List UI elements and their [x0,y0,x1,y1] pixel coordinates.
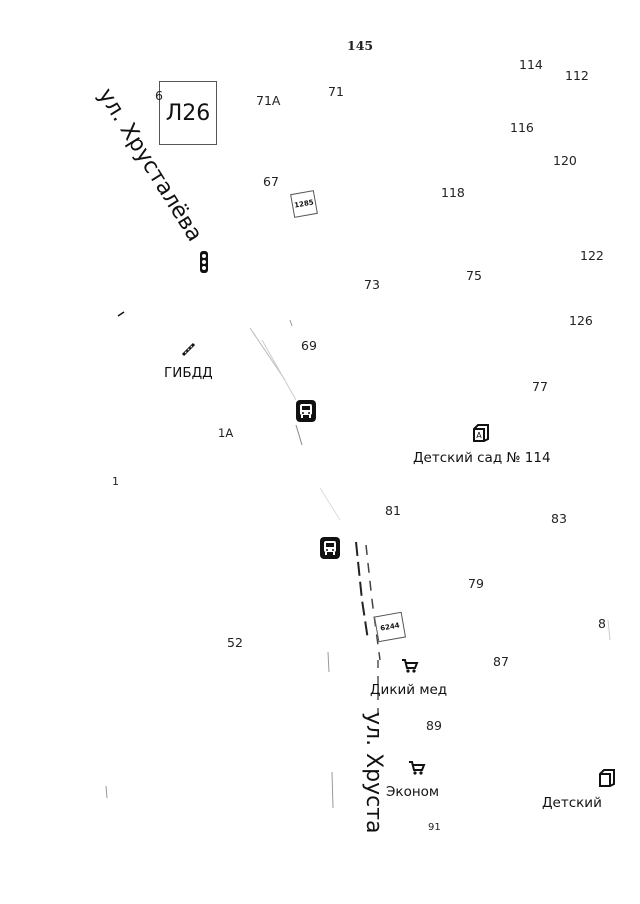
route-sign-label: Л26 [165,100,211,126]
house-number: 52 [227,635,243,650]
house-number: 112 [565,68,589,83]
house-number: 87 [493,654,509,669]
kindergarten-icon[interactable]: A [471,423,491,443]
house-number: 8 [598,616,606,631]
house-number: 126 [569,313,593,328]
house-number: 83 [551,511,567,526]
poi-label-shop-ekonom[interactable]: Эконом [386,784,440,800]
house-number: 118 [441,185,465,200]
shopping-cart-icon[interactable] [408,760,426,776]
shopping-cart-icon[interactable] [401,658,419,674]
bus-stop-icon[interactable] [296,400,316,422]
poi-label-kindergarten-2[interactable]: Детский [542,795,602,811]
house-number: 145 [347,38,374,53]
house-number: 6 [155,88,163,103]
road-shield-label: 6244 [379,621,401,633]
house-number: 81 [385,503,401,518]
road-shield-6244: 6244 [373,611,407,643]
house-number: 120 [553,153,577,168]
house-number: 75 [466,268,482,283]
house-number: 71 [328,84,344,99]
street-label-bottom: ул. Хруста [361,712,386,834]
poi-label-kindergarten[interactable]: Детский сад № 114 [413,450,551,466]
police-baton-icon[interactable] [180,340,198,358]
house-number: 116 [510,120,534,135]
house-number: 67 [263,174,279,189]
house-number: 1А [218,426,234,440]
road-shield-label: 1285 [293,198,315,210]
house-number: 91 [428,822,441,833]
poi-label-shop-dikiy-med[interactable]: Дикий мед [370,682,448,698]
house-number: 73 [364,277,380,292]
house-number: 77 [532,379,548,394]
road-shield-1285: 1285 [290,190,318,218]
house-number: 71А [256,93,281,108]
house-number: 89 [426,718,442,733]
poi-label-police[interactable]: ГИБДД [164,365,213,381]
bus-stop-icon[interactable] [320,537,340,559]
route-sign[interactable]: Л26 [159,81,217,145]
house-number: 114 [519,57,543,72]
house-number: 122 [580,248,604,263]
house-number: 1 [112,475,119,488]
svg-text:A: A [476,431,482,440]
kindergarten-icon[interactable] [599,768,615,788]
traffic-light-icon [199,250,209,274]
house-number: 69 [301,338,317,353]
house-number: 79 [468,576,484,591]
